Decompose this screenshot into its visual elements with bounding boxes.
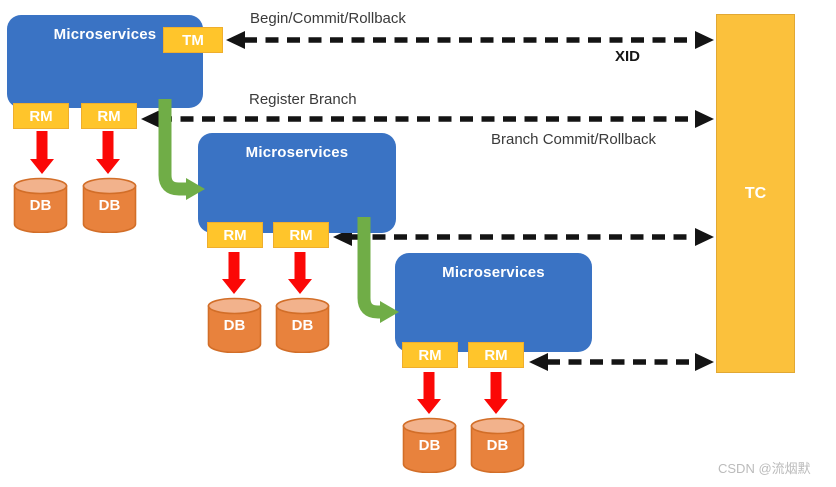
db-cylinder-shape: [402, 417, 457, 473]
dashed-arrow-begin-commit-rollback: [226, 31, 714, 49]
tc-label: TC: [744, 184, 767, 202]
rm-badge: RM: [402, 342, 458, 368]
rm-label: RM: [97, 107, 121, 125]
db-label: DB: [418, 437, 441, 454]
rm-badge: RM: [81, 103, 137, 129]
db-cylinder-shape: [275, 297, 330, 353]
label-register-branch: Register Branch: [249, 91, 357, 108]
rm-label: RM: [29, 107, 53, 125]
db-label: DB: [291, 317, 314, 334]
rm-label: RM: [289, 226, 313, 244]
red-arrow: [96, 131, 120, 174]
db-cylinder: DB: [207, 297, 262, 353]
label-xid: XID: [615, 48, 641, 65]
red-db-arrows: [30, 131, 508, 414]
tc-box: TC: [716, 14, 795, 373]
rm-label: RM: [484, 346, 508, 364]
microservices-label: Microservices: [53, 26, 157, 43]
red-arrow: [417, 372, 441, 414]
rm-label: RM: [223, 226, 247, 244]
db-label: DB: [29, 197, 52, 214]
db-cylinder: DB: [275, 297, 330, 353]
db-cylinder: DB: [82, 177, 137, 233]
rm-badge: RM: [273, 222, 329, 248]
tm-label: TM: [182, 31, 204, 49]
dashed-arrow-ms3-tc: [529, 353, 714, 371]
db-cylinder: DB: [470, 417, 525, 473]
microservices-label: Microservices: [442, 264, 545, 281]
red-arrow: [222, 252, 246, 294]
microservices-box-1: Microservices: [7, 15, 203, 108]
label-begin-commit-rollback: Begin/Commit/Rollback: [250, 10, 406, 27]
db-cylinder: DB: [13, 177, 68, 233]
red-arrow: [484, 372, 508, 414]
db-label: DB: [98, 197, 121, 214]
rm-badge: RM: [13, 103, 69, 129]
microservices-box-2: Microservices: [198, 133, 396, 233]
db-cylinder-shape: [470, 417, 525, 473]
microservices-label: Microservices: [245, 144, 349, 161]
tm-badge: TM: [163, 27, 223, 53]
microservices-box-3: Microservices: [395, 253, 592, 352]
watermark: CSDN @流烟默: [718, 461, 811, 476]
db-cylinder: DB: [402, 417, 457, 473]
db-cylinder-shape: [207, 297, 262, 353]
red-arrow: [288, 252, 312, 294]
db-cylinder-shape: [82, 177, 137, 233]
label-branch-commit-rollback: Branch Commit/Rollback: [491, 131, 657, 148]
rm-badge: RM: [468, 342, 524, 368]
db-label: DB: [223, 317, 246, 334]
rm-label: RM: [418, 346, 442, 364]
dashed-arrow-register-branch: [141, 110, 714, 128]
rm-badge: RM: [207, 222, 263, 248]
db-label: DB: [486, 437, 509, 454]
red-arrow: [30, 131, 54, 174]
db-cylinder-shape: [13, 177, 68, 233]
